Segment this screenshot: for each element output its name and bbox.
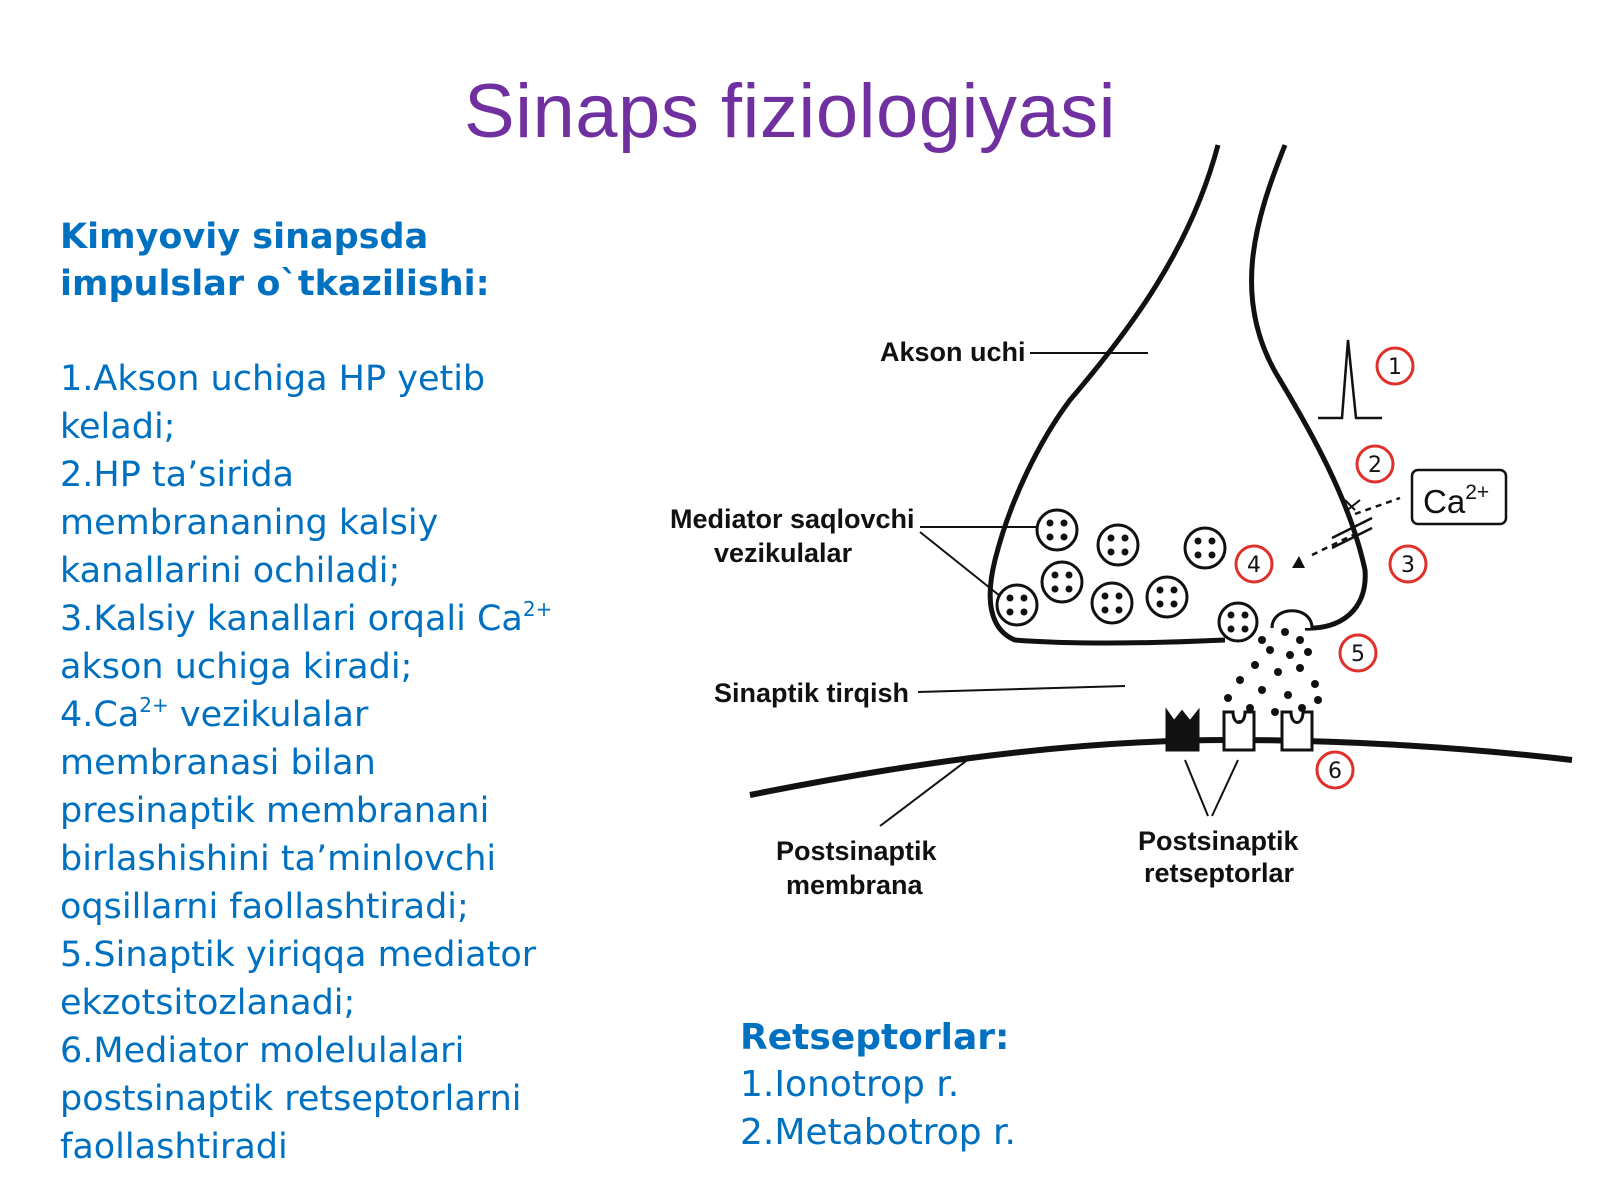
step-marker-3: 3 <box>1388 544 1428 584</box>
svg-text:5: 5 <box>1351 642 1365 667</box>
action-potential-icon <box>1318 339 1382 420</box>
step-4-text: 4.Ca <box>60 695 140 735</box>
left-heading: Kimyoviy sinapsda impulslar o`tkazilishi… <box>60 214 620 308</box>
receptor <box>1222 710 1256 752</box>
leader-line <box>919 531 1001 597</box>
left-heading-line-1: Kimyoviy sinapsda <box>60 217 429 257</box>
svg-text:2: 2 <box>1368 453 1382 478</box>
step-line: postsinaptik retseptorlarni <box>60 1079 522 1119</box>
receptor-item: 2.Metabotrop r. <box>740 1112 1016 1153</box>
label-postsinaptik-membrana-line-2: membrana <box>786 870 924 900</box>
step-line: 5.Sinaptik yiriqqa mediator <box>60 935 537 975</box>
vesicle <box>1145 575 1189 619</box>
step-4-rest: vezikulalar <box>168 695 369 735</box>
receptor-item: 1.Ionotrop r. <box>740 1064 960 1105</box>
svg-text:3: 3 <box>1401 553 1415 578</box>
calcium-arrowhead-icon <box>1292 556 1305 568</box>
step-marker-1: 1 <box>1375 346 1415 386</box>
receptors-list: 1.Ionotrop r. 2.Metabotrop r. <box>740 1061 1016 1157</box>
leader-line <box>879 757 971 827</box>
svg-text:6: 6 <box>1328 759 1342 784</box>
vesicles <box>995 508 1314 643</box>
calcium-dashed-line <box>1354 496 1401 516</box>
label-postsinaptik-membrana-line-1: Postsinaptik <box>776 836 938 866</box>
step-line: faollashtiradi <box>60 1127 288 1167</box>
receptors-heading: Retseptorlar: <box>740 1017 1010 1058</box>
calcium-channel-marks <box>1344 499 1361 513</box>
step-line: 1.Akson uchiga HP yetib <box>60 359 486 399</box>
vesicle <box>1096 523 1140 567</box>
slide-title: Sinaps fiziologiyasi <box>463 69 1117 154</box>
step-line: kanallarini ochiladi; <box>60 551 401 591</box>
leader-line <box>917 685 1126 693</box>
step-line: membranasi bilan <box>60 743 376 783</box>
step-line: 2.HP ta’sirida <box>60 455 294 495</box>
step-3-text: 3.Kalsiy kanallari orqali Ca <box>60 599 523 639</box>
vesicle <box>1183 526 1227 570</box>
ca-box-label: Ca2+ <box>1423 481 1489 520</box>
receptor-blocked <box>1165 707 1200 752</box>
label-postsinaptik-retseptorlar-line-1: Postsinaptik <box>1138 826 1300 856</box>
axon-terminal-right-wall <box>1248 144 1368 631</box>
step-line: presinaptik membranani <box>60 791 490 831</box>
label-mediator-line-2: vezikulalar <box>714 538 853 568</box>
ca-superscript: 2+ <box>522 597 553 621</box>
fusing-vesicle <box>1270 609 1314 629</box>
left-text-block: Kimyoviy sinapsda impulslar o`tkazilishi… <box>60 214 620 1171</box>
step-line-ca: 3.Kalsiy kanallari orqali Ca2+ <box>60 595 620 643</box>
step-marker-6: 6 <box>1315 750 1355 790</box>
vesicle <box>995 583 1039 627</box>
step-line: oqsillarni faollashtiradi; <box>60 887 469 927</box>
steps-list: 1.Akson uchiga HP yetib keladi; 2.HP ta’… <box>60 355 620 1171</box>
leader-line <box>1211 759 1239 817</box>
label-postsinaptik-retseptorlar-line-2: retseptorlar <box>1144 858 1295 888</box>
receptors-block: Retseptorlar: 1.Ionotrop r. 2.Metabotrop… <box>740 1015 1016 1157</box>
postsynaptic-membrane <box>749 736 1573 798</box>
step-line-ca: 4.Ca2+ vezikulalar <box>60 691 620 739</box>
step-line: birlashishini ta’minlovchi <box>60 839 497 879</box>
calcium-entry-arrow <box>1311 532 1356 557</box>
step-line: 6.Mediator molelulalari <box>60 1031 465 1071</box>
docked-vesicle <box>1217 601 1259 643</box>
step-line: keladi; <box>60 407 176 447</box>
ca-superscript: 2+ <box>139 693 169 717</box>
step-line: ekzotsitozlanadi; <box>60 983 356 1023</box>
step-line: membrananing kalsiy <box>60 503 439 543</box>
label-akson-uchi: Akson uchi <box>880 337 1026 367</box>
vesicle <box>1040 560 1084 604</box>
calcium-channel <box>1331 516 1373 550</box>
receptor <box>1280 710 1314 752</box>
step-marker-4: 4 <box>1234 544 1274 584</box>
label-mediator-line-1: Mediator saqlovchi <box>670 504 915 534</box>
axon-terminal-left-wall <box>987 144 1226 646</box>
vesicle <box>1090 581 1134 625</box>
ca-box <box>1410 468 1508 526</box>
label-sinaptik-tirqish: Sinaptik tirqish <box>714 678 909 708</box>
vesicle <box>1035 508 1079 552</box>
step-line: akson uchiga kiradi; <box>60 647 413 687</box>
step-marker-2: 2 <box>1355 444 1395 484</box>
svg-text:4: 4 <box>1247 553 1261 578</box>
left-heading-line-2: impulslar o`tkazilishi: <box>60 264 490 304</box>
svg-text:1: 1 <box>1388 355 1402 380</box>
leader-line <box>1184 759 1209 817</box>
step-marker-5: 5 <box>1338 633 1378 673</box>
